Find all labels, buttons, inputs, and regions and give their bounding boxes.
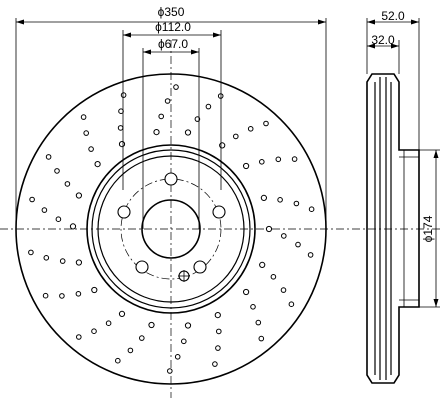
center-bore bbox=[141, 199, 201, 259]
drill-hole bbox=[288, 301, 295, 308]
front-view: ϕ350 ϕ112.0 ϕ67.0 bbox=[0, 5, 352, 398]
drill-hole bbox=[181, 338, 187, 345]
hat-outer-ring bbox=[86, 144, 256, 314]
drill-hole bbox=[69, 223, 77, 230]
hat-ring-3 bbox=[97, 155, 245, 303]
drill-hole bbox=[205, 103, 212, 110]
drill-hole bbox=[59, 258, 66, 264]
drill-hole bbox=[42, 292, 49, 299]
drill-hole bbox=[75, 291, 82, 297]
outer-diameter-label: ϕ350 bbox=[158, 5, 185, 19]
drill-hole bbox=[29, 196, 35, 203]
drill-hole bbox=[293, 200, 300, 207]
hat-ring-2 bbox=[91, 149, 251, 309]
drill-hole bbox=[43, 254, 50, 261]
drill-hole bbox=[255, 319, 262, 326]
drill-hole bbox=[308, 206, 315, 212]
drill-hole bbox=[118, 310, 126, 317]
drill-hole bbox=[277, 197, 283, 203]
drill-hole bbox=[28, 249, 34, 256]
drill-hole bbox=[115, 357, 121, 364]
drill-hole bbox=[54, 168, 60, 174]
drill-hole bbox=[118, 141, 126, 148]
drill-hole bbox=[233, 133, 239, 140]
drill-hole bbox=[120, 92, 127, 98]
drill-hole bbox=[91, 328, 97, 335]
drill-hole bbox=[148, 321, 155, 329]
drill-hole bbox=[258, 335, 265, 342]
drill-hole bbox=[263, 120, 269, 127]
drill-hole bbox=[281, 233, 287, 239]
drill-hole bbox=[91, 286, 98, 294]
locator-hole bbox=[178, 270, 190, 282]
drill-hole bbox=[158, 113, 164, 120]
drill-hole bbox=[164, 98, 171, 104]
hat-diameter-label: ϕ174 bbox=[421, 215, 435, 242]
drill-hole bbox=[184, 322, 192, 329]
drill-hole bbox=[265, 225, 273, 233]
drill-hole bbox=[216, 328, 222, 335]
drill-hole bbox=[45, 154, 52, 160]
drill-hole bbox=[243, 162, 250, 170]
bolt-hole bbox=[193, 260, 207, 274]
drill-hole bbox=[219, 142, 226, 149]
drill-hole bbox=[173, 84, 179, 90]
disc-profile bbox=[366, 73, 420, 384]
drill-hole bbox=[194, 116, 201, 122]
drill-hole bbox=[259, 159, 265, 165]
drill-hole bbox=[88, 146, 94, 152]
drill-hole bbox=[64, 181, 71, 187]
front-dimensions: ϕ350 ϕ112.0 ϕ67.0 bbox=[15, 5, 327, 229]
drill-hole bbox=[139, 335, 145, 341]
drill-hole bbox=[75, 259, 83, 266]
drill-hole bbox=[270, 274, 277, 280]
bolt-hole bbox=[164, 172, 178, 186]
drill-hole bbox=[247, 126, 254, 132]
center-bore-label: ϕ67.0 bbox=[158, 37, 188, 51]
drill-hole bbox=[259, 261, 266, 268]
drill-hole bbox=[55, 216, 62, 222]
drill-hole bbox=[117, 125, 124, 131]
drill-hole bbox=[280, 287, 287, 293]
drill-hole bbox=[80, 114, 87, 120]
drill-hole bbox=[76, 334, 82, 340]
drill-hole bbox=[184, 129, 192, 136]
drill-hole bbox=[214, 312, 221, 319]
drill-hole bbox=[83, 130, 89, 136]
overall-height-label: 52.0 bbox=[381, 9, 405, 23]
drill-hole bbox=[212, 361, 218, 367]
drill-hole bbox=[41, 207, 48, 213]
drill-hole bbox=[295, 241, 301, 248]
drill-hole bbox=[174, 354, 181, 360]
drill-hole bbox=[307, 252, 314, 258]
drill-hole bbox=[243, 288, 250, 296]
drill-hole bbox=[94, 161, 101, 168]
drill-hole bbox=[127, 347, 134, 354]
drill-hole bbox=[260, 194, 267, 201]
disc-thickness-label: 32.0 bbox=[371, 33, 395, 47]
drill-holes bbox=[28, 84, 315, 374]
bolt-hole bbox=[212, 205, 226, 219]
drill-hole bbox=[291, 156, 298, 162]
side-view: 52.0 32.0 ϕ174 bbox=[352, 9, 440, 384]
bolt-hole bbox=[135, 260, 149, 274]
drill-hole bbox=[59, 293, 65, 299]
drill-hole bbox=[215, 345, 221, 351]
bolt-hole bbox=[117, 205, 131, 219]
drill-hole bbox=[105, 320, 112, 327]
drill-hole bbox=[153, 129, 160, 136]
drill-hole bbox=[275, 156, 282, 163]
hub-diameter-label: ϕ112.0 bbox=[155, 20, 191, 34]
drill-hole bbox=[250, 304, 256, 310]
drill-hole bbox=[167, 368, 173, 374]
drill-hole bbox=[75, 192, 83, 199]
bolt-holes bbox=[117, 172, 226, 274]
